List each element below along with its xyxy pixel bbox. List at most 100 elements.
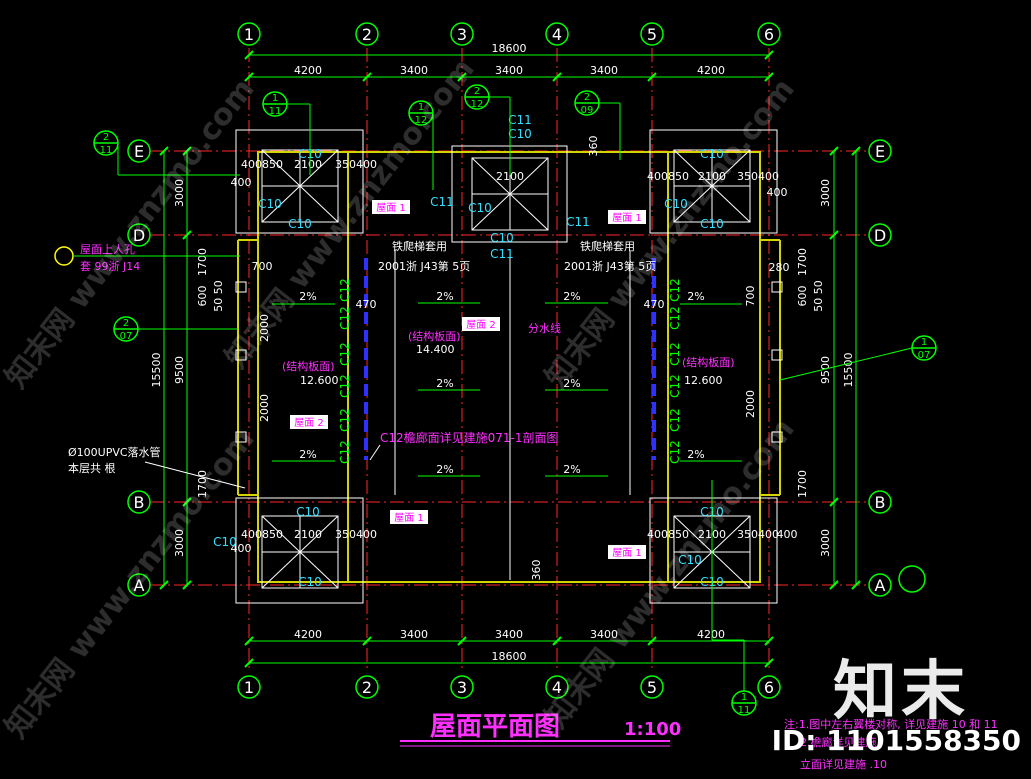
title-block <box>400 740 670 747</box>
slope-label: 2% <box>687 290 704 303</box>
dim-bottom-2: 3400 <box>400 628 428 641</box>
grid-label-d-right: D <box>874 226 886 245</box>
column-label-c10-bl3: C10 <box>298 575 322 589</box>
brand-logo: 知末 <box>833 655 969 729</box>
tower-dim-350400-tr: 350400 <box>737 170 779 183</box>
structure-slab-right: (结构板面) <box>682 355 735 369</box>
dim-bottom-total: 18600 <box>492 650 527 663</box>
grid-label-x4-top: 4 <box>552 25 562 44</box>
dim-bottom-1: 4200 <box>294 628 322 641</box>
callout-num: 2 <box>123 318 129 329</box>
dim-top-total: 18600 <box>492 42 527 55</box>
tower-dim-2100-tc: 2100 <box>496 170 524 183</box>
callout-num: 2 <box>584 92 590 103</box>
grid-label-x2-top: 2 <box>362 25 372 44</box>
column-label-c11-tc3: C11 <box>490 247 514 261</box>
dim-600-left: 600 <box>196 286 209 307</box>
tower-dim-2100-tr: 2100 <box>698 170 726 183</box>
drain-markers <box>235 281 783 443</box>
slope-lines <box>144 250 631 580</box>
slope-label: 2% <box>299 290 316 303</box>
slope-label: 2% <box>436 290 453 303</box>
grid-label-e-left: E <box>134 142 144 161</box>
dim-700-left: 700 <box>252 260 273 273</box>
note-line-3: 立面详见建施 .10 <box>800 757 887 771</box>
roof-tag-2: 屋面 2 <box>466 319 496 331</box>
dim-360-top: 360 <box>587 136 600 157</box>
roof-tag-1: 屋面 1 <box>376 202 406 214</box>
slope-label: 2% <box>687 448 704 461</box>
callout-num: 1 <box>272 93 278 104</box>
slope-label: 2% <box>436 377 453 390</box>
grid-label-x5-bottom: 5 <box>647 678 657 697</box>
dim-right-3: 1700 <box>796 470 809 498</box>
dim-bottom-3: 3400 <box>495 628 523 641</box>
dim-5050-left: 50 50 <box>212 280 225 312</box>
c12-left-1: C12 <box>338 278 352 302</box>
ladder-ref-right: 2001浙 J43第 5页 <box>564 259 656 273</box>
grid-label-a-right: A <box>875 576 886 595</box>
c12-left-3: C12 <box>338 342 352 366</box>
pipe-note-count: 本层共 根 <box>68 461 116 475</box>
dim-top-4: 3400 <box>590 64 618 77</box>
dim-280: 280 <box>769 261 790 274</box>
c12-right-1: C12 <box>668 278 682 302</box>
grid-label-x1-bottom: 1 <box>244 678 254 697</box>
tower-dim-2100-bl: 2100 <box>294 528 322 541</box>
callout-num: 1 <box>921 337 927 348</box>
dim-600-right: 600 <box>796 286 809 307</box>
callout-ref: 12 <box>415 115 428 126</box>
callout-ref: 12 <box>471 99 484 110</box>
grid-label-x3-bottom: 3 <box>457 678 467 697</box>
svg-text:知末网 www.znzmo.com: 知末网 www.znzmo.com <box>0 72 262 395</box>
c12-right-6: C12 <box>668 440 682 464</box>
grid-label-x3-top: 3 <box>457 25 467 44</box>
dim-left-4: 2000 <box>258 394 271 422</box>
slope-label: 2% <box>436 463 453 476</box>
ladder-note-left: 铁爬梯套用 <box>392 240 447 253</box>
svg-text:知末网 www.znzmo.com: 知末网 www.znzmo.com <box>0 422 262 745</box>
c12-right-2: C12 <box>668 306 682 330</box>
slope-label: 2% <box>563 377 580 390</box>
dim-top-1: 4200 <box>294 64 322 77</box>
grid-label-x6-top: 6 <box>764 25 774 44</box>
slope-label: 2% <box>563 290 580 303</box>
dim-top-5: 4200 <box>697 64 725 77</box>
tower-dim-400850-bl: 400850 <box>241 528 283 541</box>
c12-left-4: C12 <box>338 374 352 398</box>
dim-470-left: 470 <box>356 298 377 311</box>
elevation-12600-left: 12.600 <box>300 374 339 387</box>
callout-ref: 07 <box>918 350 931 361</box>
dim-right-2: 1700 <box>796 248 809 276</box>
column-label-c10-bl: C10 <box>296 505 320 519</box>
grid-label-b-left: B <box>134 493 145 512</box>
structure-slab-center: (结构板面) <box>408 329 461 343</box>
grid-label-b-right: B <box>875 493 886 512</box>
note-line-1: 注:1.图中左右翼楼对称, 详见建施 10 和 11 <box>784 717 998 731</box>
dim-bottom-4: 3400 <box>590 628 618 641</box>
dim-right-4: 3000 <box>819 529 832 557</box>
column-label-c10-tr: C10 <box>700 147 724 161</box>
dimension-lines <box>159 50 861 668</box>
tower-dim-350400-tl: 350400 <box>335 158 377 171</box>
callout-ref: 11 <box>100 145 113 156</box>
hatch-ref: 套 99浙 J14 <box>80 260 140 273</box>
leader-lines <box>73 96 913 691</box>
grid-label-x2-bottom: 2 <box>362 678 372 697</box>
note-line-2: 2.檐廊详见建施 <box>800 735 877 749</box>
column-label-c10-br2: C10 <box>678 553 702 567</box>
drawing-title: 屋面平面图 <box>430 712 560 742</box>
callout-ref: 11 <box>269 106 282 117</box>
ladder-note-right: 铁爬梯套用 <box>580 240 635 253</box>
column-label-c10-tl2: C10 <box>258 197 282 211</box>
image-id: ID: 1101558350 <box>771 724 1021 757</box>
tower-dim-400850-tr: 400850 <box>647 170 689 183</box>
column-label-c10-tl3: C10 <box>288 217 312 231</box>
grid-label-e-right: E <box>875 142 885 161</box>
dim-360-bottom: 360 <box>530 560 543 581</box>
dim-bottom-5: 4200 <box>697 628 725 641</box>
callout-num: 2 <box>474 86 480 97</box>
ladder-ref-left: 2001浙 J43第 5页 <box>378 259 470 273</box>
callout-ref: 07 <box>120 331 133 342</box>
tower-dim-350400-br: 350400 <box>737 528 779 541</box>
